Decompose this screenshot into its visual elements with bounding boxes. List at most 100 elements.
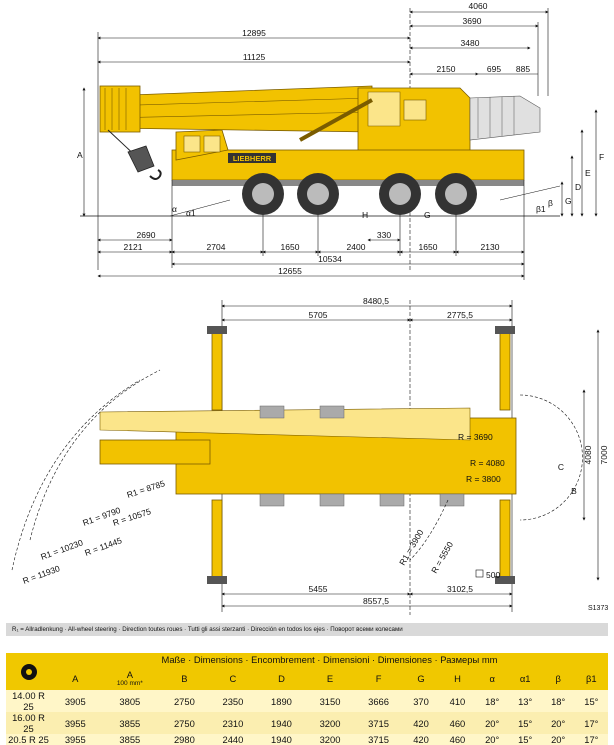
hook: [149, 169, 162, 180]
dim-8557: 8557,5: [363, 596, 389, 606]
radius-4080: R = 4080: [470, 458, 505, 468]
table-cell: 460: [439, 734, 476, 745]
table-cell: 14.00 R 25: [6, 690, 51, 712]
boom-head: [99, 85, 141, 133]
dimensions-table: Maße · Dimensions · Encombrement · Dimen…: [6, 653, 608, 745]
table-cell: 2440: [208, 734, 258, 745]
dim-10534: 10534: [318, 254, 342, 264]
dim-2775: 2775,5: [447, 310, 473, 320]
table-header-cell: β1: [574, 666, 608, 690]
outrigger-pads: [207, 326, 515, 584]
label-G: G: [424, 210, 431, 220]
dim-3102: 3102,5: [447, 584, 473, 594]
dim-7000: 7000: [599, 445, 609, 464]
dim-2150: 2150: [437, 64, 456, 74]
table-cell: 13°: [508, 690, 542, 712]
dim-8480: 8480,5: [363, 296, 389, 306]
table-cell: 1890: [257, 690, 306, 712]
luffing-cylinder: [299, 98, 373, 142]
drawing-number: S1373: [588, 605, 608, 612]
table-cell: 3805: [99, 690, 161, 712]
crane-drawing: 4060 3690 12895 3480 11125 2150 695 885: [11, 1, 609, 615]
dim-330: 330: [377, 230, 391, 240]
table-header-cell: D: [257, 666, 306, 690]
boom-top: [99, 439, 211, 465]
dim-12655: 12655: [278, 266, 302, 276]
table-cell: 2750: [160, 690, 209, 712]
table-cell: 2350: [208, 690, 258, 712]
dim-1650-a: 1650: [281, 242, 300, 252]
top-view: 8480,5 5705 2775,5 5455 3102,5 8557,5 40…: [11, 296, 609, 615]
dim-885: 885: [516, 64, 530, 74]
table-cell: 3955: [51, 734, 100, 745]
label-alpha: α: [172, 204, 177, 214]
radius-11930: R = 11930: [21, 563, 61, 586]
table-cell: 370: [402, 690, 440, 712]
table-cell: 410: [439, 690, 476, 712]
steering-legend: R₁ = Allradlenkung · All-wheel steering …: [6, 623, 608, 636]
table-cell: 1940: [257, 712, 306, 734]
side-view: 4060 3690 12895 3480 11125 2150 695 885: [77, 1, 604, 280]
hook-block: [127, 145, 155, 173]
label-alpha1: α1: [186, 208, 196, 218]
table-cell: 3855: [99, 712, 161, 734]
label-F: F: [599, 152, 604, 162]
table-cell: 1940: [257, 734, 306, 745]
table-cell: 18°: [541, 690, 575, 712]
radius-3800: R = 3800: [466, 474, 501, 484]
brand-logo: LIEBHERR: [233, 154, 272, 163]
table-cell: 3905: [51, 690, 100, 712]
table-header-cell: F: [354, 666, 403, 690]
table-cell: 20.5 R 25: [6, 734, 51, 745]
dim-2121: 2121: [124, 242, 143, 252]
table-cell: 16.00 R 25: [6, 712, 51, 734]
table-cell: 3150: [305, 690, 355, 712]
dim-12895: 12895: [242, 28, 266, 38]
table-header-cell: C: [208, 666, 258, 690]
dim-3480: 3480: [461, 38, 480, 48]
label-B-top: B: [571, 486, 577, 496]
table-cell: 2750: [160, 712, 209, 734]
dim-4060: 4060: [469, 1, 488, 11]
table-cell: 15°: [508, 712, 542, 734]
table-header-cell: A: [51, 666, 100, 690]
label-A: A: [77, 150, 83, 160]
table-header-cell: B: [160, 666, 209, 690]
radius-5550: R = 5550: [429, 540, 455, 575]
dim-3690: 3690: [463, 16, 482, 26]
table-header-cell: β: [541, 666, 575, 690]
dim-2400: 2400: [347, 242, 366, 252]
counterweight: [469, 95, 541, 141]
table-cell: 17°: [574, 734, 608, 745]
table-cell: 3715: [354, 734, 403, 745]
tire-icon: [6, 653, 51, 690]
crane-cab: [367, 91, 401, 127]
table-cell: 18°: [475, 690, 509, 712]
dim-500: 500: [486, 570, 500, 580]
table-cell: 20°: [475, 734, 509, 745]
table-title: Maße · Dimensions · Encombrement · Dimen…: [51, 653, 608, 666]
table-cell: 15°: [508, 734, 542, 745]
radius-11445: R = 11445: [83, 535, 123, 558]
table-cell: 20°: [475, 712, 509, 734]
dim-2704: 2704: [207, 242, 226, 252]
table-cell: 420: [402, 734, 440, 745]
boom: [103, 85, 373, 133]
table-cell: 20°: [541, 734, 575, 745]
radius-10230: R1 = 10230: [39, 537, 84, 562]
label-H: H: [362, 210, 368, 220]
radius-3900: R1 = 3900: [397, 528, 426, 567]
table-cell: 3855: [99, 734, 161, 745]
table-cell: 17°: [574, 712, 608, 734]
table-header-cell: α: [475, 666, 509, 690]
table-cell: 3200: [305, 712, 355, 734]
table-cell: 20°: [541, 712, 575, 734]
wheels: [242, 173, 477, 215]
label-beta1: β1: [536, 204, 546, 214]
label-C-top: C: [558, 462, 564, 472]
radius-8785: R1 = 8785: [126, 478, 167, 500]
table-cell: 3666: [354, 690, 403, 712]
dim-5705: 5705: [309, 310, 328, 320]
